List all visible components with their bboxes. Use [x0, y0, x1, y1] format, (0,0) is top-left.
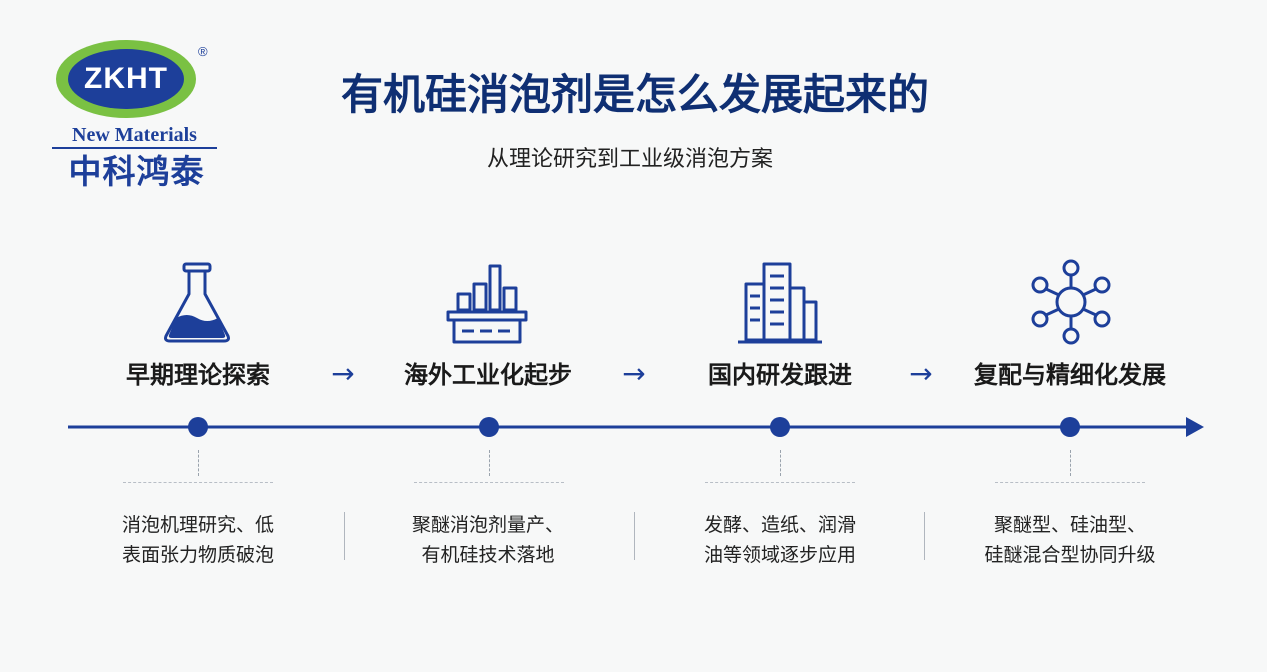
page-title: 有机硅消泡剂是怎么发展起来的: [340, 70, 929, 119]
connector-line: [1070, 450, 1071, 476]
timeline-node: [770, 417, 790, 437]
timeline-node: [479, 417, 499, 437]
description-line: 硅醚混合型协同升级: [984, 544, 1156, 566]
column-separator: [634, 512, 635, 560]
flask-icon: [164, 262, 230, 343]
page-subtitle: 从理论研究到工业级消泡方案: [486, 147, 773, 172]
stage-description: 聚醚消泡剂量产、 有机硅技术落地: [368, 510, 608, 570]
flow-arrow: →: [622, 357, 646, 390]
timeline: [68, 417, 1204, 437]
logo-chinese-name: 中科鸿泰: [68, 152, 205, 191]
stage-label-domestic-rnd: 国内研发跟进: [708, 361, 852, 389]
buildings-icon: [738, 262, 822, 344]
description-line: 有机硅技术落地: [421, 544, 555, 566]
flow-arrow: →: [331, 357, 355, 390]
molecule-icon: [1031, 259, 1111, 345]
connector-line: [780, 450, 781, 476]
stage-description: 发酵、造纸、润滑 油等领域逐步应用: [660, 510, 900, 570]
divider-line: [414, 482, 564, 483]
stage-description: 聚醚型、硅油型、 硅醚混合型协同升级: [950, 510, 1190, 570]
logo-mark: ZKHT: [68, 49, 184, 109]
description-line: 油等领域逐步应用: [703, 544, 856, 566]
connector-line: [198, 450, 199, 476]
stage-label-overseas-industrialization: 海外工业化起步: [404, 361, 572, 389]
connector-line: [489, 450, 490, 476]
factory-icon: [446, 264, 528, 344]
stage-description: 消泡机理研究、低 表面张力物质破泡: [78, 510, 318, 570]
flow-arrow: →: [909, 357, 933, 390]
divider-line: [705, 482, 855, 483]
logo-oval: ZKHT: [56, 40, 196, 118]
description-line: 聚醚型、硅油型、: [993, 514, 1146, 536]
stage-label-compounding-refinement: 复配与精细化发展: [974, 361, 1166, 389]
column-separator: [344, 512, 345, 560]
registered-mark: ®: [198, 44, 208, 59]
stage-label-early-theory: 早期理论探索: [126, 361, 270, 389]
divider-line: [123, 482, 273, 483]
description-line: 消泡机理研究、低: [121, 514, 274, 536]
description-line: 发酵、造纸、润滑: [703, 514, 856, 536]
timeline-node: [1060, 417, 1080, 437]
timeline-arrowhead: [1186, 417, 1204, 437]
logo-english-name: New Materials: [52, 124, 217, 149]
divider-line: [995, 482, 1145, 483]
description-line: 聚醚消泡剂量产、: [411, 514, 564, 536]
column-separator: [924, 512, 925, 560]
timeline-node: [188, 417, 208, 437]
company-logo: ZKHT ® New Materials 中科鸿泰: [52, 38, 222, 198]
description-line: 表面张力物质破泡: [121, 544, 274, 566]
